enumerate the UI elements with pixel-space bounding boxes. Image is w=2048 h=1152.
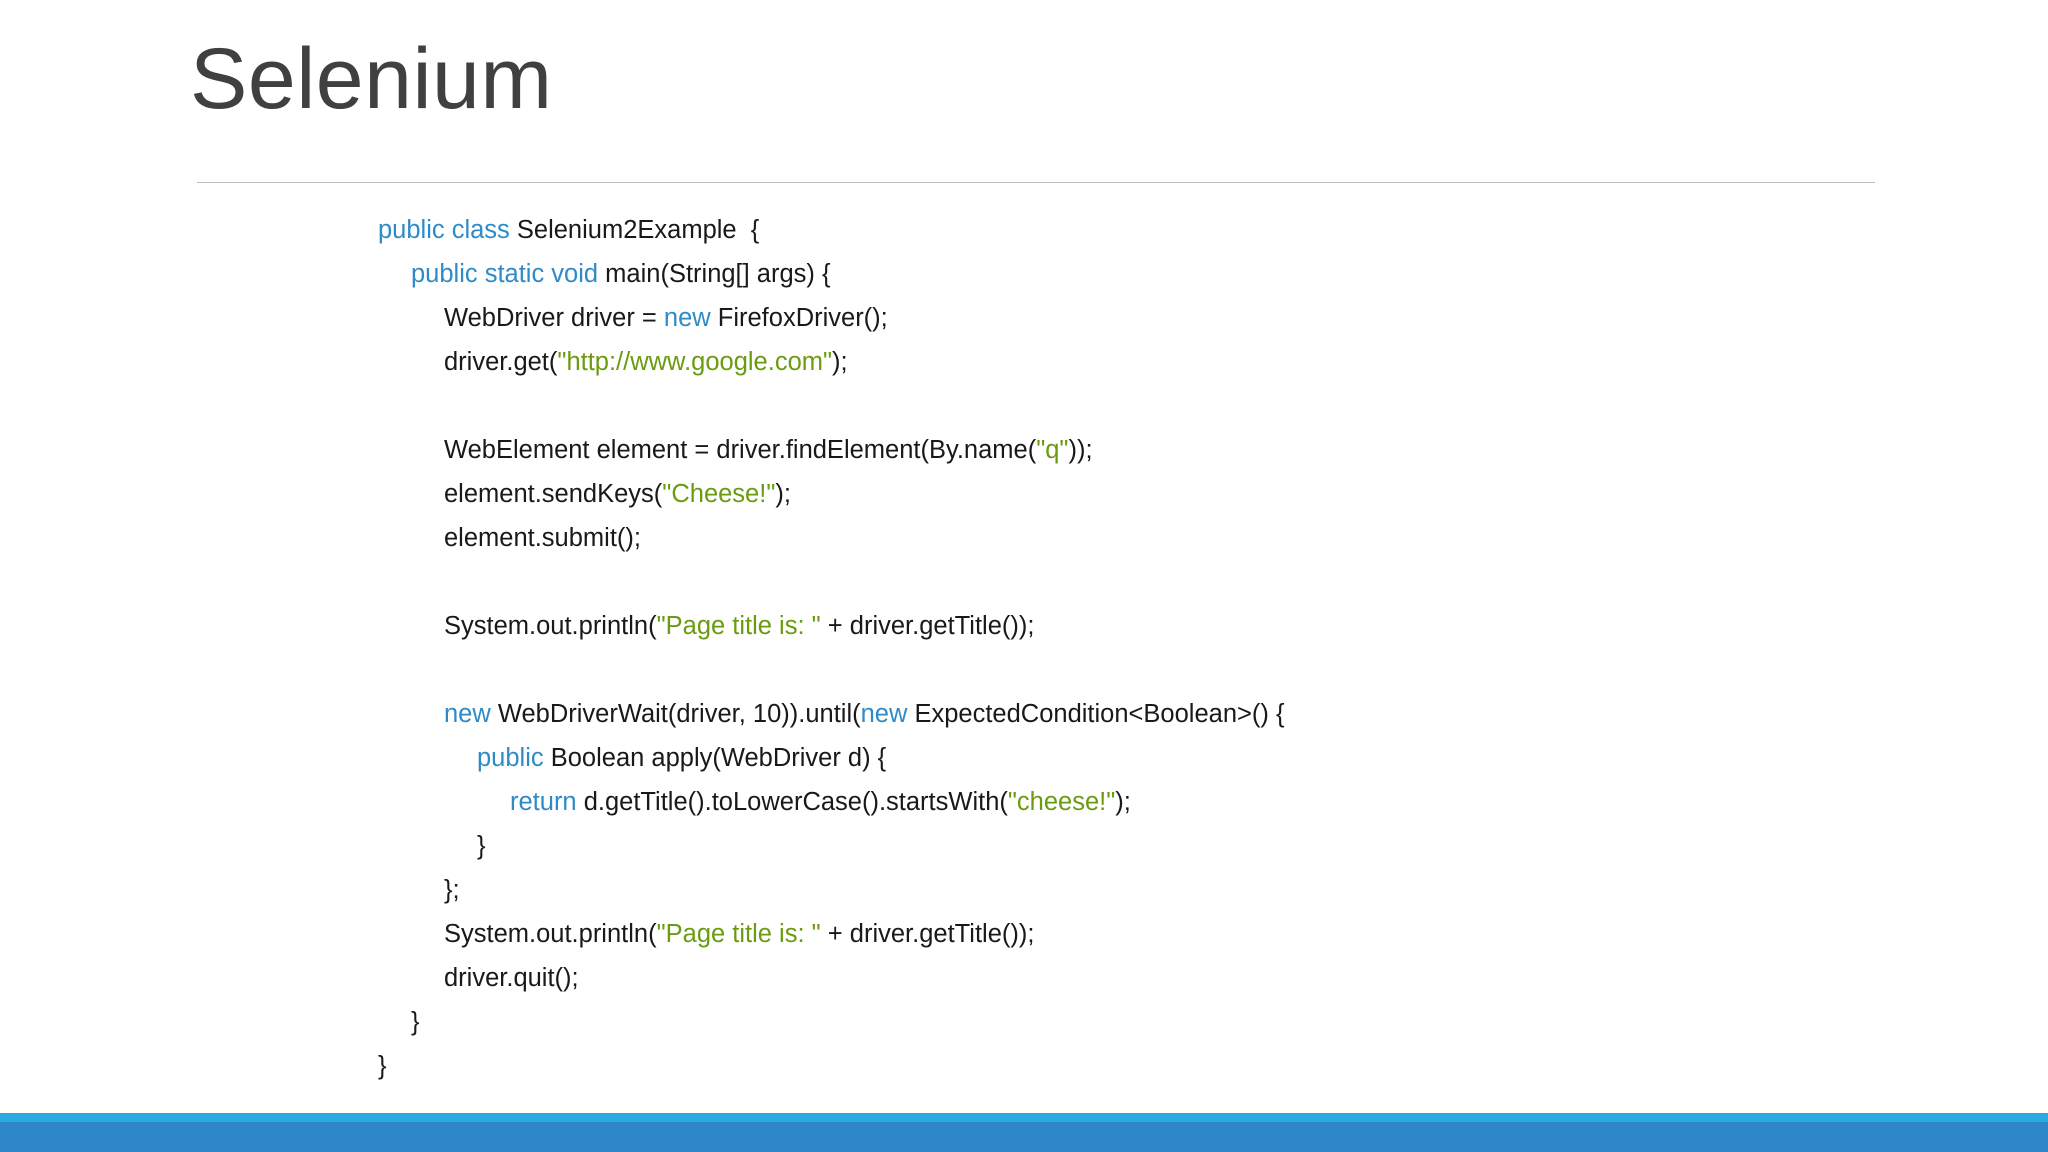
code-token-plain: element.submit(); <box>444 524 641 552</box>
code-line: } <box>378 1044 1285 1088</box>
code-token-plain: } <box>411 1008 420 1036</box>
code-token-kw: new <box>663 304 711 332</box>
code-line: return d.getTitle().toLowerCase().starts… <box>378 780 1285 824</box>
code-token-plain: main(String[] args) { <box>598 260 831 288</box>
code-token-plain: WebDriverWait(driver, 10)).until( <box>490 700 861 728</box>
code-token-plain: + driver.getTitle()); <box>820 920 1035 948</box>
code-token-kw: public static void <box>411 260 599 288</box>
footer-accent-strip <box>0 1113 2048 1122</box>
code-line: System.out.println("Page title is: " + d… <box>378 912 1285 956</box>
code-line: WebDriver driver = new FirefoxDriver(); <box>378 296 1285 340</box>
code-token-kw: new <box>444 700 491 728</box>
code-token-plain: ExpectedCondition<Boolean>() { <box>907 700 1285 728</box>
code-line <box>378 384 1285 428</box>
code-token-plain: ); <box>1115 788 1131 816</box>
code-token-str: "http://www.google.com" <box>557 348 833 376</box>
page-title: Selenium <box>190 31 553 127</box>
code-token-plain: ); <box>775 480 791 508</box>
code-token-plain: d.getTitle().toLowerCase().startsWith( <box>576 788 1008 816</box>
code-token-plain: element.sendKeys( <box>444 480 663 508</box>
code-token-plain: WebElement element = driver.findElement(… <box>444 436 1037 464</box>
code-line: element.submit(); <box>378 516 1285 560</box>
code-line: element.sendKeys("Cheese!"); <box>378 472 1285 516</box>
code-token-plain: FirefoxDriver(); <box>710 304 888 332</box>
code-token-plain: ); <box>832 348 848 376</box>
code-line <box>378 560 1285 604</box>
footer-accent-band <box>0 1122 2048 1152</box>
code-token-plain: + driver.getTitle()); <box>820 612 1035 640</box>
code-line <box>378 648 1285 692</box>
title-divider <box>197 182 1875 183</box>
code-line: public static void main(String[] args) { <box>378 252 1285 296</box>
code-line: public Boolean apply(WebDriver d) { <box>378 736 1285 780</box>
code-token-plain: Boolean apply(WebDriver d) { <box>543 744 887 772</box>
code-line: } <box>378 1000 1285 1044</box>
code-token-kw: new <box>860 700 908 728</box>
code-line: public class Selenium2Example { <box>378 208 1285 252</box>
code-token-plain: Selenium2Example { <box>509 216 760 244</box>
code-token-kw: return <box>510 788 577 816</box>
code-line: new WebDriverWait(driver, 10)).until(new… <box>378 692 1285 736</box>
code-token-str: "Page title is: " <box>656 612 821 640</box>
code-token-kw: public <box>477 744 544 772</box>
code-token-str: "cheese!" <box>1007 788 1116 816</box>
code-line: System.out.println("Page title is: " + d… <box>378 604 1285 648</box>
code-line: } <box>378 824 1285 868</box>
code-token-plain: } <box>378 1052 387 1080</box>
code-block: public class Selenium2Example {public st… <box>378 208 1285 1088</box>
code-token-plain: }; <box>444 876 460 904</box>
code-token-str: "q" <box>1036 436 1069 464</box>
code-token-plain: System.out.println( <box>444 612 657 640</box>
code-line: }; <box>378 868 1285 912</box>
code-token-str: "Page title is: " <box>656 920 821 948</box>
code-line: driver.get("http://www.google.com"); <box>378 340 1285 384</box>
code-token-kw: public class <box>378 216 510 244</box>
code-token-plain: driver.quit(); <box>444 964 579 992</box>
code-line: WebElement element = driver.findElement(… <box>378 428 1285 472</box>
code-token-plain: } <box>477 832 486 860</box>
code-token-plain: )); <box>1068 436 1093 464</box>
code-token-plain: System.out.println( <box>444 920 657 948</box>
code-token-plain: driver.get( <box>444 348 558 376</box>
code-token-plain: WebDriver driver = <box>444 304 664 332</box>
code-line: driver.quit(); <box>378 956 1285 1000</box>
code-token-str: "Cheese!" <box>662 480 776 508</box>
